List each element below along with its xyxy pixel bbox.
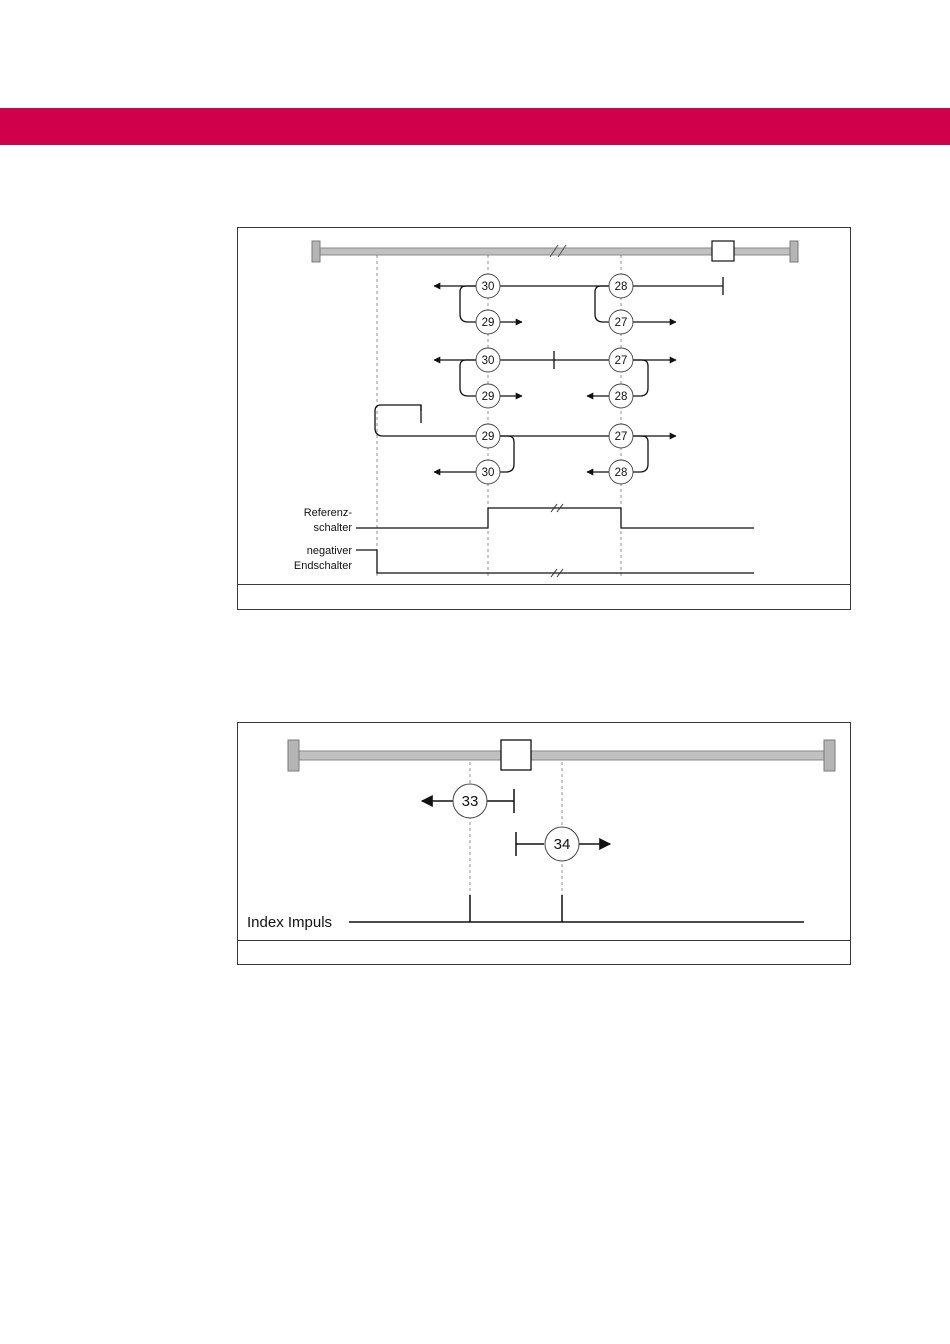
svg-text:30: 30: [482, 467, 495, 479]
step-marker-27: 27: [609, 310, 633, 334]
svg-text:33: 33: [462, 793, 479, 810]
step-marker-28: 28: [609, 384, 633, 408]
carriage-block: [712, 241, 734, 261]
svg-text:29: 29: [482, 431, 495, 443]
step-markers: 30 28 29 27 30 27 29 28 29 27 30 28: [476, 274, 633, 484]
step-marker-33: 33: [453, 784, 487, 818]
step-marker-29: 29: [476, 384, 500, 408]
header-band: [0, 108, 950, 145]
diagram-canvas: 30 28 29 27 30 27 29 28 29 27 30 28 Refe…: [238, 228, 850, 609]
step-marker-29: 29: [476, 424, 500, 448]
svg-text:28: 28: [615, 467, 628, 479]
svg-text:29: 29: [482, 317, 495, 329]
homing-diagram-reference-switch: 30 28 29 27 30 27 29 28 29 27 30 28 Refe…: [237, 227, 851, 610]
negative-limit-switch-signal: [356, 550, 754, 573]
signal-waveforms: [356, 508, 754, 573]
guide-lines: [377, 255, 621, 578]
homing-paths: [422, 789, 610, 856]
step-marker-30: 30: [476, 274, 500, 298]
axis-rail: [312, 241, 798, 262]
step-marker-30: 30: [476, 348, 500, 372]
svg-text:29: 29: [482, 391, 495, 403]
step-marker-29: 29: [476, 310, 500, 334]
diagram-canvas: 33 34 Index Impuls: [238, 723, 850, 964]
step-marker-30: 30: [476, 460, 500, 484]
svg-text:27: 27: [615, 317, 628, 329]
reference-switch-label-line2: schalter: [313, 522, 352, 534]
negative-limit-switch-label-line2: Endschalter: [294, 560, 352, 572]
svg-text:27: 27: [615, 355, 628, 367]
signal-break-marks: [551, 504, 563, 577]
step-marker-34: 34: [545, 827, 579, 861]
figure-caption-strip: [238, 940, 850, 964]
reference-switch-signal: [356, 508, 754, 528]
figure-caption-strip: [238, 584, 850, 609]
index-pulse-signal: [349, 895, 804, 922]
svg-text:34: 34: [554, 836, 571, 853]
homing-diagram-index-pulse: 33 34 Index Impuls: [237, 722, 851, 965]
step-marker-27: 27: [609, 348, 633, 372]
guide-lines: [470, 762, 562, 895]
axis-rail: [288, 740, 835, 771]
negative-limit-switch-label-line1: negativer: [307, 545, 353, 557]
svg-text:30: 30: [482, 355, 495, 367]
svg-text:28: 28: [615, 281, 628, 293]
step-marker-28: 28: [609, 274, 633, 298]
step-marker-27: 27: [609, 424, 633, 448]
reference-switch-label-line1: Referenz-: [304, 507, 353, 519]
svg-text:30: 30: [482, 281, 495, 293]
signal-labels: Referenz- schalter negativer Endschalter: [294, 507, 352, 572]
carriage-block: [501, 740, 531, 770]
step-marker-28: 28: [609, 460, 633, 484]
index-pulse-label: Index Impuls: [247, 914, 332, 931]
svg-text:27: 27: [615, 431, 628, 443]
svg-text:28: 28: [615, 391, 628, 403]
homing-paths: [375, 277, 723, 472]
